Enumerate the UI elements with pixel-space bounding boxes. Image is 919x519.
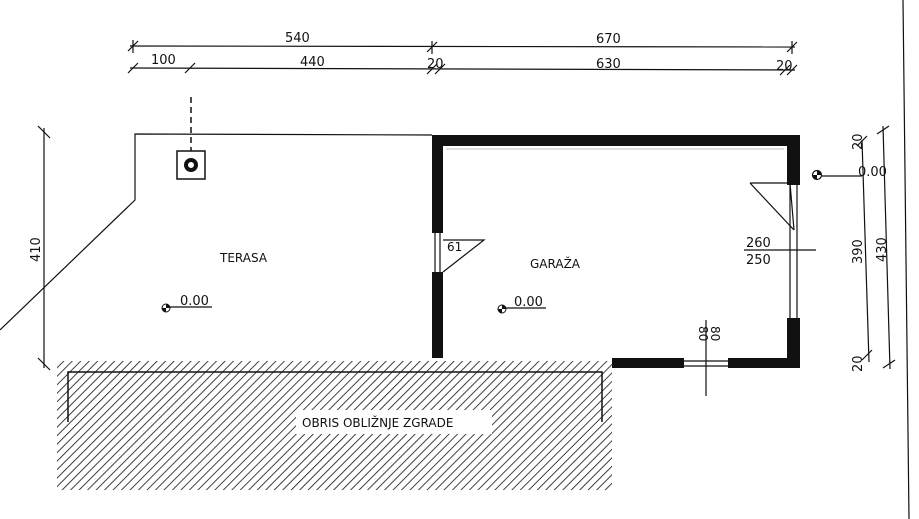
dimension-right: 20 390 20 430: [851, 0, 910, 519]
dimension-left: 410: [29, 125, 51, 371]
dimension-row-overall: 540 670: [127, 31, 798, 54]
dim-20-left: 20: [427, 57, 444, 72]
dim-61: 61: [447, 240, 462, 254]
dim-540: 540: [285, 31, 310, 46]
room-label-terasa: TERASA: [219, 251, 268, 265]
side-door: 61: [434, 233, 486, 273]
dim-20-bottom: 20: [851, 355, 866, 372]
dim-630: 630: [596, 57, 621, 72]
dimension-row-detail: 100 440 20 630 20: [127, 53, 798, 76]
neighbor-label: OBRIS OBLIŽNJE ZGRADE: [302, 415, 453, 430]
dim-410: 410: [29, 237, 44, 262]
dim-260: 260: [746, 236, 771, 251]
dim-250: 250: [746, 253, 771, 268]
level-marker-garaza: 0.00: [497, 295, 546, 314]
garage-walls: [432, 135, 800, 368]
border-line: [902, 0, 910, 519]
dim-80-right: 80: [708, 326, 722, 341]
neighbor-building: OBRIS OBLIŽNJE ZGRADE: [57, 361, 612, 490]
garage-door: 260 250: [744, 182, 816, 318]
level-garaza: 0.00: [514, 295, 543, 310]
level-marker-terasa: 0.00: [161, 294, 212, 313]
room-label-garaza: GARAŽA: [530, 256, 581, 271]
dim-20-top: 20: [851, 133, 866, 150]
level-terasa: 0.00: [180, 294, 209, 309]
dim-670: 670: [596, 32, 621, 47]
dim-100: 100: [151, 53, 176, 68]
level-marker-outside: 0.00: [811, 165, 887, 181]
terrace-outline: TERASA 0.00: [0, 97, 433, 331]
dim-430: 430: [875, 237, 890, 262]
bottom-door: 80 80: [684, 320, 728, 396]
chimney-icon: [176, 150, 206, 180]
dim-80-left: 80: [696, 326, 710, 341]
level-outside: 0.00: [858, 165, 887, 180]
dim-440: 440: [300, 55, 325, 70]
dim-390: 390: [851, 239, 866, 264]
dim-20-right: 20: [776, 59, 793, 74]
